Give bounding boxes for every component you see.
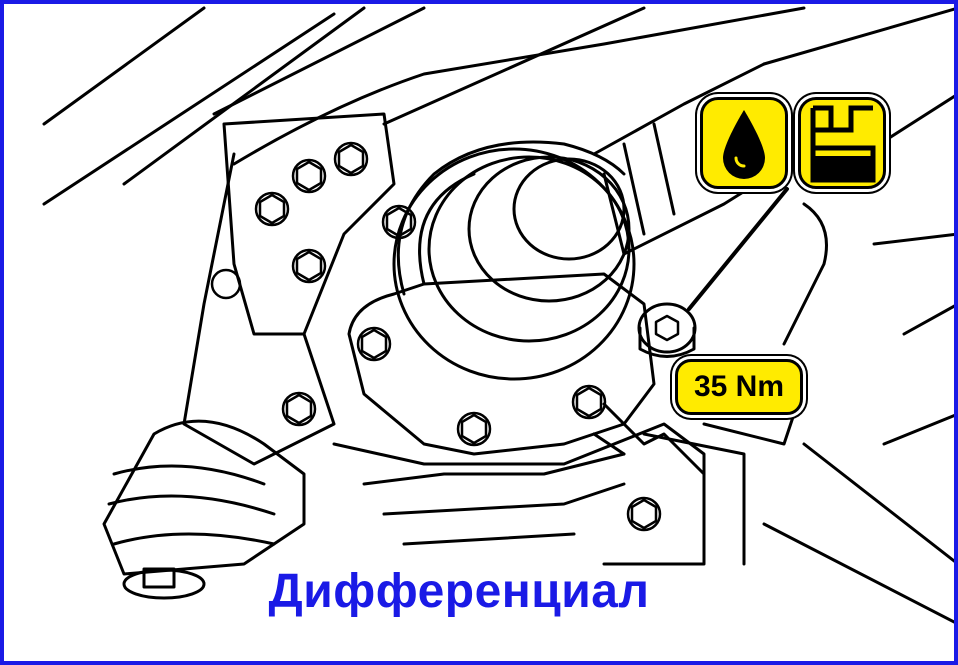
torque-spec-label: 35 Nm: [675, 359, 803, 415]
cv-boot: [392, 140, 636, 381]
oil-drop-icon: [700, 97, 788, 189]
bracket-bolts: [210, 141, 417, 427]
body-panel-lines: [42, 6, 954, 624]
flange-bolts: [356, 326, 662, 532]
fill-plug: [637, 302, 697, 358]
housing-flange: [347, 172, 656, 456]
differential-drawing: [42, 6, 954, 624]
subframe-bracket: [102, 112, 396, 600]
leader-line: [687, 187, 789, 311]
differential-body: [332, 202, 828, 566]
diagram-caption: Дифференциал: [268, 565, 650, 618]
fluid-level-icon: [798, 97, 886, 189]
